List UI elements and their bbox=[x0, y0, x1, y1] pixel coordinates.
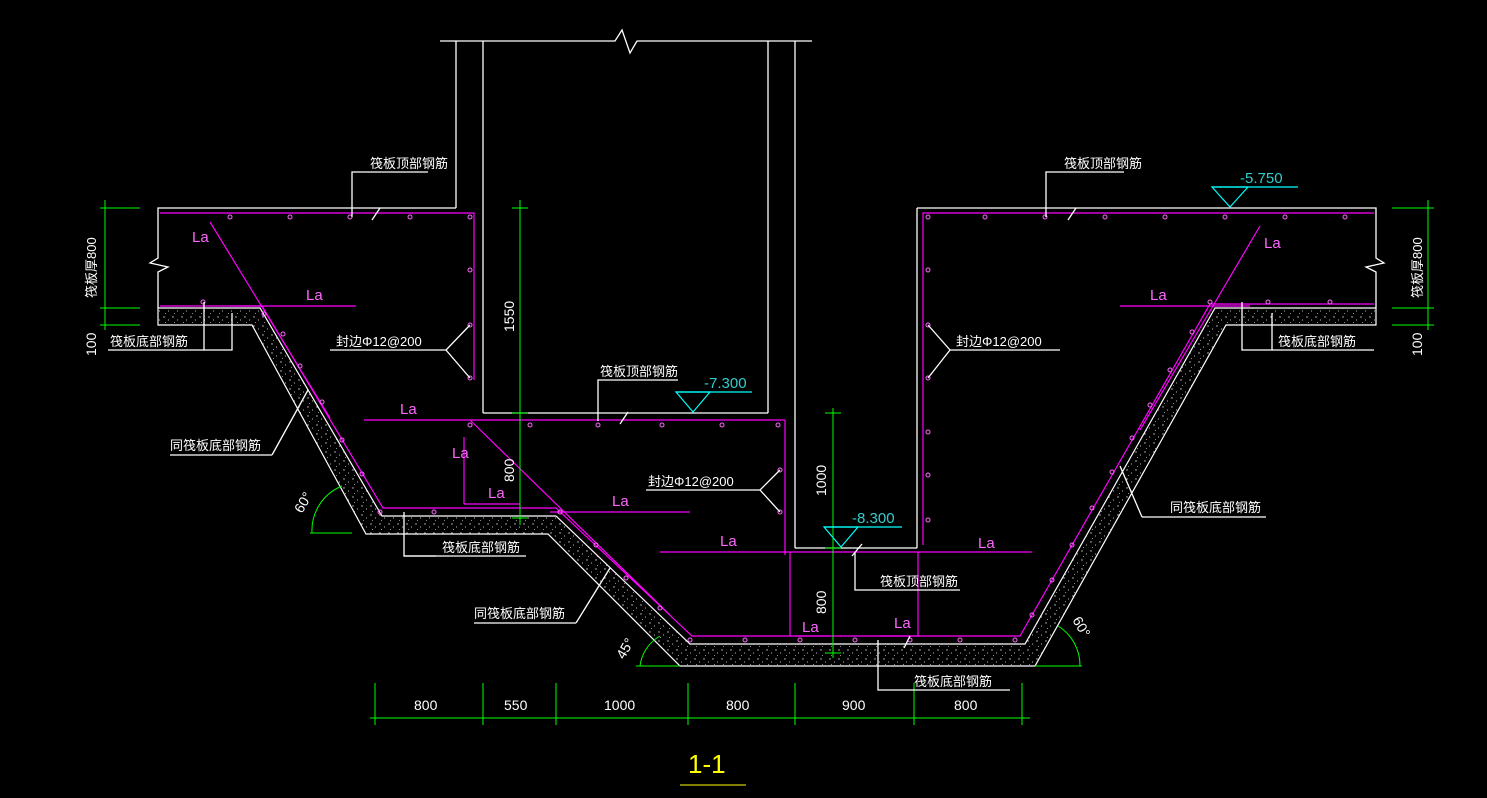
section-title: 1-1 bbox=[688, 749, 726, 779]
label-top-rebar-right: 筏板顶部钢筋 bbox=[1064, 156, 1142, 171]
label-la-12: La bbox=[1264, 235, 1281, 252]
angle-mid: 45° bbox=[613, 635, 637, 661]
dim-pit-depth-3: 1000 bbox=[813, 465, 829, 496]
label-edge-seal-right: 封边Φ12@200 bbox=[956, 334, 1042, 349]
concrete-outline bbox=[148, 28, 1386, 549]
dim-pit-depth-2: 800 bbox=[501, 458, 517, 482]
rebar-lines bbox=[160, 212, 1374, 637]
label-same-bottom-left: 同筏板底部钢筋 bbox=[170, 438, 261, 453]
label-la-1: La bbox=[192, 229, 209, 246]
label-bottom-rebar-left: 筏板底部钢筋 bbox=[110, 334, 188, 349]
leader-lines bbox=[108, 171, 1374, 691]
dim-pit-depth-4: 800 bbox=[813, 590, 829, 614]
label-bottom-rebar-pit: 筏板底部钢筋 bbox=[914, 674, 992, 689]
dim-pit-depth-1: 1550 bbox=[501, 301, 517, 332]
label-la-9: La bbox=[894, 615, 911, 632]
label-same-bottom-mid: 同筏板底部钢筋 bbox=[474, 606, 565, 621]
label-bottom-rebar-mid: 筏板底部钢筋 bbox=[442, 540, 520, 555]
elevation-pit: -8.300 bbox=[852, 510, 895, 527]
elevation-mid: -7.300 bbox=[704, 375, 747, 392]
label-la-10: La bbox=[978, 535, 995, 552]
dim-bottom-1: 800 bbox=[414, 697, 438, 713]
label-top-rebar-mid: 筏板顶部钢筋 bbox=[600, 364, 678, 379]
dim-bottom-3: 1000 bbox=[604, 697, 635, 713]
dimension-lines bbox=[100, 200, 1434, 725]
label-thickness-right: 筏板厚800 bbox=[1410, 237, 1425, 298]
label-top-rebar-pit: 筏板顶部钢筋 bbox=[880, 574, 958, 589]
label-edge-seal-mid: 封边Φ12@200 bbox=[648, 474, 734, 489]
dim-bottom-6: 800 bbox=[954, 697, 978, 713]
angle-right: 60° bbox=[1069, 614, 1093, 640]
elevation-top: -5.750 bbox=[1240, 170, 1283, 187]
label-cushion-right: 100 bbox=[1409, 332, 1425, 356]
label-cushion-left: 100 bbox=[83, 332, 99, 356]
label-la-8: La bbox=[802, 619, 819, 636]
dim-bottom-4: 800 bbox=[726, 697, 750, 713]
label-thickness-left: 筏板厚800 bbox=[84, 237, 99, 298]
label-bottom-rebar-right: 筏板底部钢筋 bbox=[1278, 334, 1356, 349]
angle-left: 60° bbox=[291, 489, 315, 515]
label-top-rebar-left: 筏板顶部钢筋 bbox=[370, 156, 448, 171]
label-same-bottom-right: 同筏板底部钢筋 bbox=[1170, 500, 1261, 515]
elevation-markers bbox=[674, 186, 1298, 548]
label-la-2: La bbox=[306, 287, 323, 304]
label-la-6: La bbox=[612, 493, 629, 510]
label-la-5: La bbox=[488, 485, 505, 502]
rebar-dots bbox=[200, 214, 1348, 643]
cushion-layer bbox=[157, 307, 1377, 667]
text-labels: 筏板顶部钢筋 筏板顶部钢筋 筏板顶部钢筋 筏板顶部钢筋 筏板底部钢筋 筏板底部钢… bbox=[83, 156, 1425, 786]
label-la-7: La bbox=[720, 533, 737, 550]
label-la-4: La bbox=[452, 445, 469, 462]
label-la-11: La bbox=[1150, 287, 1167, 304]
label-la-3: La bbox=[400, 401, 417, 418]
dim-bottom-2: 550 bbox=[504, 697, 528, 713]
label-edge-seal-left: 封边Φ12@200 bbox=[336, 334, 422, 349]
dim-bottom-5: 900 bbox=[842, 697, 866, 713]
